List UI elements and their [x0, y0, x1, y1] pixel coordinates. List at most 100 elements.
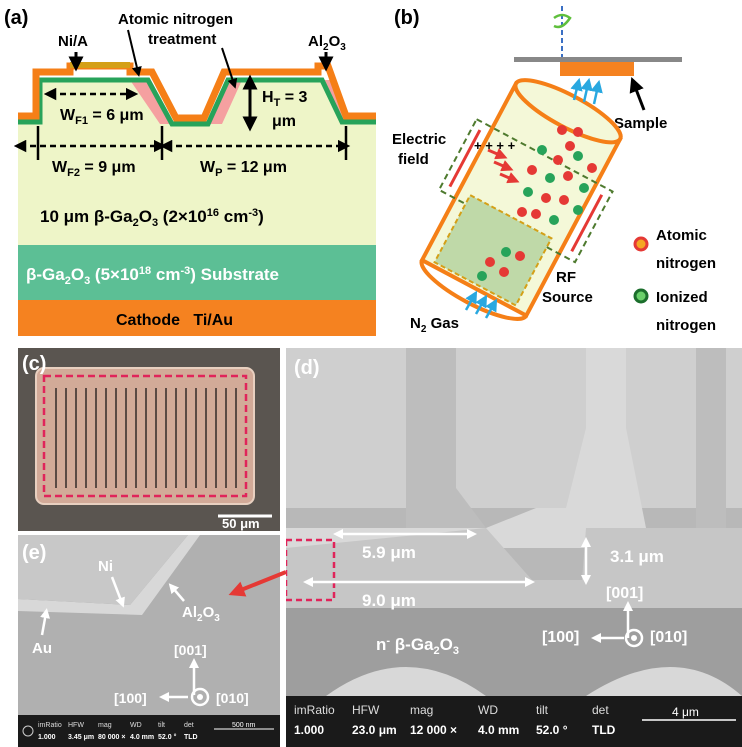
dim-top-label: 5.9 μm: [362, 543, 416, 562]
atomic-label-2: nitrogen: [656, 255, 716, 272]
svg-text:23.0 μm: 23.0 μm: [352, 723, 397, 737]
panel-e: (e) Ni Au Al2O3 [001] [100] [010] imRati…: [18, 535, 280, 747]
svg-text:4.0 mm: 4.0 mm: [130, 734, 154, 741]
wf2-label: WF2 = 9 μm: [52, 159, 136, 179]
sample-arrow: [629, 76, 646, 111]
plasma-tube: [419, 78, 623, 321]
scale-label: 50 μm: [222, 516, 260, 531]
au-arrow: [40, 608, 51, 636]
rf-label-1: RF: [556, 269, 576, 286]
field-arrow-2: [493, 160, 514, 172]
treatment-arrow-right: [221, 47, 238, 89]
sem-info-headers: imRatio HFW mag WD tilt det: [38, 722, 194, 729]
svg-text:det: det: [184, 722, 194, 729]
flow-arrow-top-1: [570, 77, 583, 101]
axis-left-label: [100]: [542, 629, 579, 646]
panel-b-diagram: (b) Sample + + + + Electr: [392, 6, 716, 335]
flow-arrow-top-3: [590, 79, 603, 105]
wp-label: WP = 12 μm: [200, 159, 287, 179]
atomic-label-1: Atomic: [656, 227, 707, 244]
electric-field-label-1: Electric: [392, 131, 446, 148]
plus-signs: + + + +: [474, 138, 516, 153]
fin-top-region: [286, 348, 742, 508]
flow-arrow-bottom-3: [484, 298, 498, 319]
svg-text:mag: mag: [98, 722, 112, 729]
sample-holder: [514, 57, 682, 62]
flow-arrow-bottom-1: [464, 290, 478, 311]
electric-field-label-2: field: [398, 151, 429, 168]
ht-label: HT = 3: [262, 89, 308, 109]
cathode-label: Cathode Ti/Au: [116, 312, 233, 329]
sem-info-values: 1.000 23.0 μm 12 000 × 4.0 mm 52.0 ° TLD: [294, 723, 616, 737]
sem-info-values: 1.000 3.45 μm 80 000 × 4.0 mm 52.0 ° TLD: [38, 733, 198, 741]
ht-unit: μm: [272, 113, 296, 130]
top-surface: [18, 535, 188, 605]
rf-label-2: Source: [542, 289, 593, 306]
svg-text:1.000: 1.000: [38, 734, 56, 741]
ionized-nitrogen-legend-icon: [633, 288, 649, 304]
svg-text:TLD: TLD: [592, 723, 616, 737]
axis-out-icon: [190, 687, 210, 707]
cathode-layer: [18, 300, 376, 336]
svg-text:tilt: tilt: [536, 703, 549, 717]
svg-text:HFW: HFW: [352, 703, 380, 717]
field-arrow-3: [499, 172, 520, 184]
sem-scale-label: 500 nm: [232, 722, 256, 729]
zoom-region-box: [286, 538, 336, 602]
substrate-layer: [18, 245, 376, 300]
panel-a-letter: (a): [4, 7, 28, 29]
material-label: n- β-Ga2O3: [376, 635, 459, 657]
atomic-nitrogen-legend-icon: [633, 236, 649, 252]
axis-out-dot: [631, 635, 637, 641]
flow-arrow-bottom-2: [474, 294, 488, 315]
fin-left-wall: [406, 348, 486, 528]
panel-d: (d) 5.9 μm 9.0 μm 3.1 μm [001] [100] [01…: [286, 348, 742, 747]
fin-surface: [286, 348, 742, 548]
treatment-label-2: treatment: [148, 31, 216, 48]
fei-logo-icon: [22, 725, 34, 737]
svg-text:12 000 ×: 12 000 ×: [410, 723, 457, 737]
panel-a-diagram: (a) Ni/A Atomic nitrogen treatment Al2O3…: [4, 7, 376, 336]
treated-sidewall-left: [130, 80, 172, 124]
treated-sidewall-mid: [210, 80, 242, 124]
field-arrow-1: [487, 148, 508, 160]
trench-floor: [286, 528, 742, 608]
svg-text:4.0 mm: 4.0 mm: [478, 723, 519, 737]
axis-out-label: [010]: [216, 690, 249, 706]
panel-d-letter: (d): [294, 357, 320, 379]
axis-out-label: [010]: [650, 629, 687, 646]
panel-c-image: (c) 50 μm: [22, 353, 272, 531]
svg-text:tilt: tilt: [158, 722, 165, 729]
svg-text:80 000 ×: 80 000 ×: [98, 734, 125, 741]
rotation-arrow-icon: [553, 13, 572, 29]
svg-text:imRatio: imRatio: [294, 703, 335, 717]
svg-text:WD: WD: [130, 722, 142, 729]
ni-label: Ni/A: [58, 33, 88, 50]
sem-scale-label: 4 μm: [672, 705, 699, 719]
fin-array: [55, 388, 237, 488]
axis-out-icon: [624, 628, 644, 648]
ni-label: Ni: [98, 558, 113, 575]
flow-arrow-top-2: [580, 77, 593, 103]
substrate-label: β-Ga2O3 (5×1018 cm-3) Substrate: [26, 265, 279, 287]
sem-info-headers: imRatio HFW mag WD tilt det: [294, 703, 609, 717]
svg-text:52.0 °: 52.0 °: [536, 723, 568, 737]
al2o3-label: Al2O3: [182, 604, 220, 624]
panel-a: (a) Ni/A Atomic nitrogen treatment Al2O3…: [0, 0, 380, 340]
axis-up-label: [001]: [606, 585, 643, 602]
nitrogen-particles: [477, 125, 597, 281]
svg-text:HFW: HFW: [68, 722, 84, 729]
ionized-label-1: Ionized: [656, 289, 708, 306]
svg-text:52.0 °: 52.0 °: [158, 733, 177, 741]
svg-text:3.45 μm: 3.45 μm: [68, 734, 94, 741]
sem-info-bar: [18, 715, 280, 747]
svg-text:mag: mag: [410, 703, 433, 717]
au-label: Au: [32, 640, 52, 657]
nitrided-layer: [18, 77, 376, 127]
panel-d-sem: (d) 5.9 μm 9.0 μm 3.1 μm [001] [100] [01…: [286, 348, 742, 747]
fin-right-wall: [696, 348, 726, 528]
al2o3-arrow: [168, 583, 185, 602]
sidewall-region: [18, 535, 280, 715]
svg-text:TLD: TLD: [184, 734, 198, 741]
ionized-label-2: nitrogen: [656, 317, 716, 334]
